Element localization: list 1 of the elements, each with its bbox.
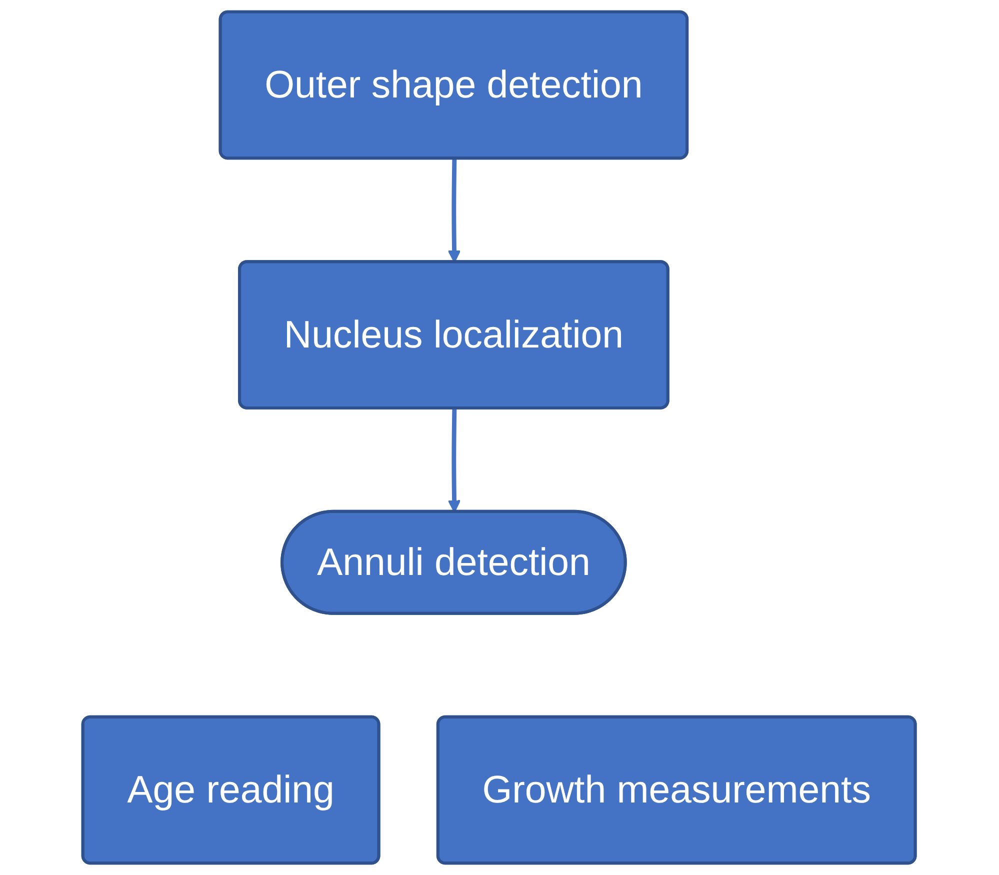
arrow bbox=[448, 158, 462, 263]
